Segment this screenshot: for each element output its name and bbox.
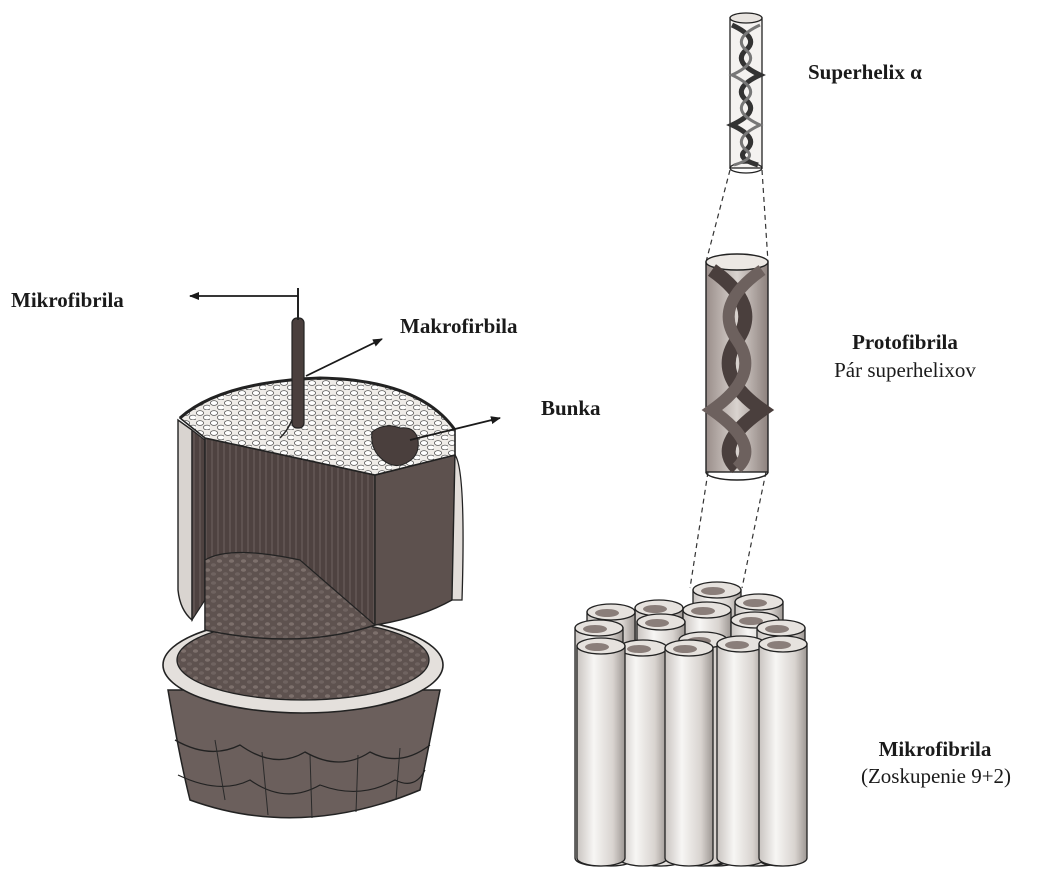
microfibril-cylinder [759,636,807,866]
microfibril-bundle[interactable] [575,582,807,866]
microfibril-cylinder [665,640,713,866]
label-superhelix: Superhelix α [808,60,922,84]
superhelix-illustration [730,13,762,173]
label-mikrofibrila-right-sub: (Zoskupenie 9+2) [836,764,1036,788]
label-bunka: Bunka [541,396,601,420]
protofibril-illustration [706,254,768,480]
label-protofibrila-sub: Pár superhelixov [806,358,1004,382]
label-protofibrila: Protofibrila [830,330,980,354]
cut-left-wall [178,420,192,620]
macrofibril-rod [292,318,304,428]
hair-shaft-illustration [163,288,463,818]
microfibril-cylinder [577,638,625,866]
microfibril-cylinder [619,640,667,866]
microfibril-cylinder [717,636,765,866]
label-mikrofibrila-left: Mikrofibrila [11,288,124,312]
arrow-makrofibrila [306,339,382,376]
label-mikrofibrila-right: Mikrofibrila [850,737,1020,761]
label-makrofibrila: Makrofirbila [400,314,517,338]
